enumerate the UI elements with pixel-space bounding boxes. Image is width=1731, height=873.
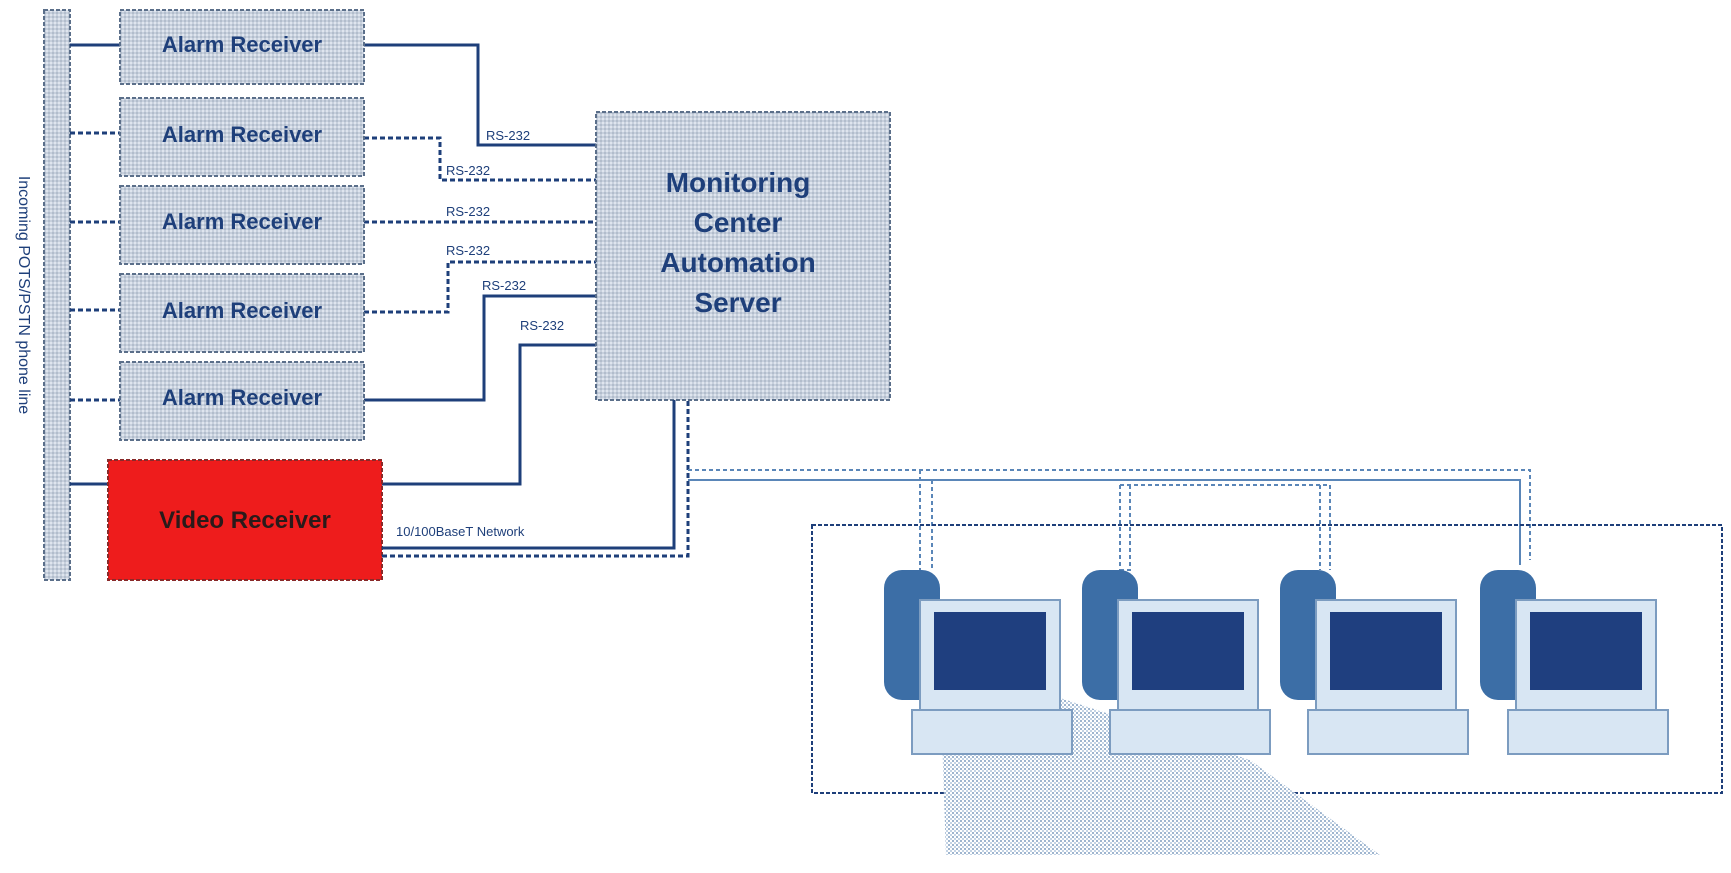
workstation-icon <box>1082 570 1271 755</box>
phone-line-label: Incoming POTS/PSTN phone line <box>15 176 32 414</box>
server-label-line: Monitoring <box>666 167 811 198</box>
workstation-icon <box>1480 570 1669 755</box>
monitoring-server: Monitoring Center Automation Server <box>595 111 891 401</box>
rs232-label: RS-232 <box>486 128 530 143</box>
alarm-receiver: Alarm Receiver <box>119 361 365 441</box>
alarm-receiver-label: Alarm Receiver <box>162 385 323 410</box>
alarm-receiver: Alarm Receiver <box>119 185 365 265</box>
workstation-icon <box>1280 570 1469 755</box>
rs232-label: RS-232 <box>446 204 490 219</box>
server-label-line: Automation <box>660 247 816 278</box>
server-label-line: Server <box>694 287 781 318</box>
network-connections <box>382 400 1531 571</box>
video-receiver: Video Receiver <box>107 459 383 581</box>
workstation-icon <box>884 570 1073 755</box>
alarm-receiver: Alarm Receiver <box>119 273 365 353</box>
network-label: 10/100BaseT Network <box>396 524 525 539</box>
alarm-receiver: Alarm Receiver <box>119 9 365 85</box>
rs232-label: RS-232 <box>446 243 490 258</box>
alarm-receiver: Alarm Receiver <box>119 97 365 177</box>
alarm-receiver-label: Alarm Receiver <box>162 32 323 57</box>
phone-connections <box>70 43 120 486</box>
server-label-line: Center <box>694 207 783 238</box>
rs232-label: RS-232 <box>446 163 490 178</box>
video-receiver-label: Video Receiver <box>159 507 331 534</box>
rs232-labels: RS-232 RS-232 RS-232 RS-232 RS-232 RS-23… <box>446 128 564 333</box>
alarm-receiver-label: Alarm Receiver <box>162 298 323 323</box>
rs232-label: RS-232 <box>520 318 564 333</box>
alarm-receiver-label: Alarm Receiver <box>162 209 323 234</box>
phone-line-bar: Incoming POTS/PSTN phone line <box>15 9 71 581</box>
rs232-connections <box>364 43 596 486</box>
alarm-receiver-label: Alarm Receiver <box>162 122 323 147</box>
rs232-label: RS-232 <box>482 278 526 293</box>
